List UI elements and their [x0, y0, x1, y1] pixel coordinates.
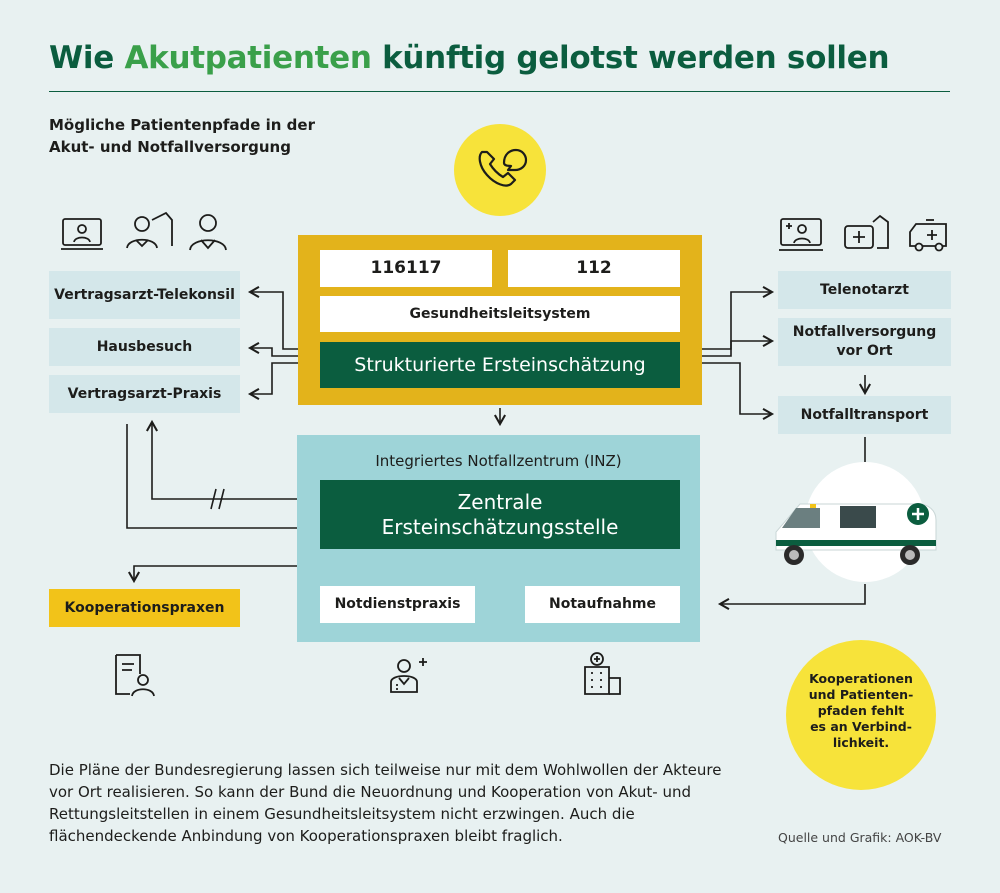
subtitle-line1: Mögliche Patientenpfade in der	[49, 116, 315, 134]
hospital-icon	[584, 652, 621, 695]
note-line4: es an Verbind-	[810, 719, 912, 734]
right-box-notfalltransport: Notfalltransport	[778, 396, 951, 434]
note-line1: Kooperationen	[809, 671, 913, 686]
zentrale-ersteinschaetzung-box: Zentrale Ersteinschätzungsstelle	[320, 480, 680, 549]
page-title: Wie Akutpatienten künftig gelotst werden…	[49, 40, 890, 76]
note-line5: lichkeit.	[832, 735, 890, 750]
inz-title: Integriertes Notfallzentrum (INZ)	[375, 452, 622, 470]
home-visit-icon	[126, 211, 173, 249]
note-text: Kooperationen und Patienten- pfaden fehl…	[786, 671, 936, 751]
ambulance-small-icon	[909, 219, 947, 252]
source-credit: Quelle und Grafik: AOK-BV	[778, 830, 942, 845]
notdienstpraxis-box: Notdienstpraxis	[320, 586, 475, 623]
title-divider	[49, 91, 950, 92]
central-line1: Zentrale	[457, 489, 543, 514]
doctor-icon	[189, 214, 227, 251]
ambulance-icon	[775, 462, 937, 582]
title-highlight: Akutpatienten	[124, 40, 372, 76]
left-box-hausbesuch: Hausbesuch	[49, 328, 240, 366]
title-part1: Wie	[49, 40, 125, 76]
medical-home-icon	[844, 214, 889, 249]
ersteinschaetzung-box: Strukturierte Ersteinschätzung	[320, 342, 680, 388]
right-box-notfallversorgung: Notfallversorgung vor Ort	[778, 318, 951, 366]
doctor-plus-icon	[390, 658, 427, 693]
left-box-telekonsil: Vertragsarzt-Telekonsil	[49, 271, 240, 319]
telemedicine-icon	[61, 218, 103, 250]
notaufnahme-box: Notaufnahme	[525, 586, 680, 623]
number-112-box: 112	[508, 250, 680, 287]
document-doctor-icon	[115, 654, 155, 697]
note-line2: und Patienten-	[808, 687, 914, 702]
number-116117-box: 116117	[320, 250, 492, 287]
note-circle	[786, 640, 936, 790]
subtitle-line2: Akut- und Notfallversorgung	[49, 138, 291, 156]
kooperationspraxen-box: Kooperationspraxen	[49, 589, 240, 627]
right-box-telenotarzt: Telenotarzt	[778, 271, 951, 309]
left-box-praxis: Vertragsarzt-Praxis	[49, 375, 240, 413]
title-part2: künftig gelotst werden sollen	[371, 40, 890, 76]
footer-text: Die Pläne der Bundesregierung lassen sic…	[49, 761, 722, 845]
subtitle: Mögliche Patientenpfade in der Akut- und…	[49, 114, 329, 158]
phone-icon	[454, 124, 546, 216]
gesundheitsleitsystem-box: Gesundheitsleitsystem	[320, 296, 680, 332]
note-line3: pfaden fehlt	[817, 703, 905, 718]
telemedicine-doctor-icon	[779, 218, 823, 251]
central-line2: Ersteinschätzungsstelle	[381, 514, 619, 539]
